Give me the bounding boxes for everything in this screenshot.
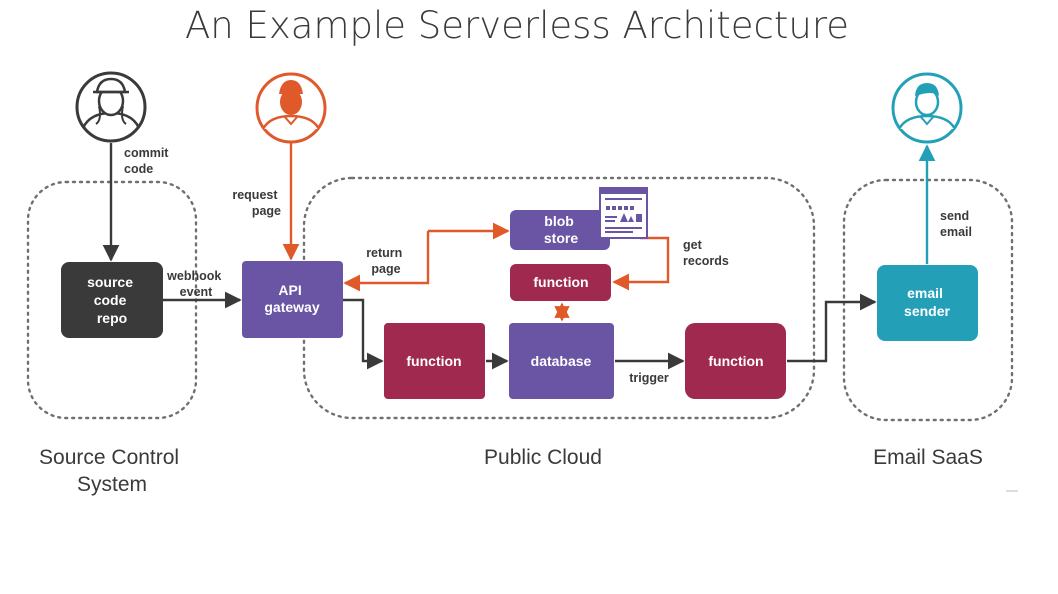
- database-node: database: [509, 323, 614, 399]
- get-records-label: get records: [683, 238, 729, 268]
- function-top-node: function: [510, 264, 611, 301]
- webhook-event-label-line1: webhook: [166, 269, 221, 283]
- email-sender-node: email sender: [877, 265, 978, 341]
- commit-code-label-line2: code: [124, 162, 153, 176]
- api-gateway-line1: API: [278, 282, 301, 298]
- svg-text:email sender: email sender: [904, 285, 950, 319]
- send-email-label-line2: email: [940, 225, 972, 239]
- return-page-label-line1: return: [366, 246, 402, 260]
- return-page-label: return page: [366, 246, 406, 276]
- blob-store-line1: blob: [544, 213, 574, 229]
- blob-store-node: blob store: [510, 210, 610, 250]
- commit-code-label: commit code: [124, 146, 172, 176]
- get-records-arrow: [612, 236, 670, 291]
- source-code-repo-line2: code: [94, 292, 127, 308]
- function-to-email-sender-arrow: [787, 293, 877, 363]
- commit-code-label-line1: commit: [124, 146, 169, 160]
- source-code-repo-node: source code repo: [61, 262, 163, 338]
- request-page-label-line1: request: [232, 188, 278, 202]
- return-page-arrow: [343, 231, 430, 292]
- get-records-label-line2: records: [683, 254, 729, 268]
- function-right-label: function: [708, 353, 763, 369]
- send-email-label-line1: send: [940, 209, 969, 223]
- diagram-title: An Example Serverless Architecture: [185, 4, 849, 47]
- request-page-label-line2: page: [252, 204, 281, 218]
- blob-store-line2: store: [544, 230, 578, 246]
- email-sender-line1: email: [907, 285, 943, 301]
- source-code-repo-line1: source: [87, 274, 133, 290]
- source-control-label-line1: Source Control: [39, 446, 179, 469]
- email-sender-line2: sender: [904, 303, 950, 319]
- email-saas-region-label: Email SaaS: [873, 446, 983, 469]
- source-control-label-line2: System: [77, 473, 147, 496]
- function-right-node: function: [685, 323, 786, 399]
- api-gateway-line2: gateway: [264, 299, 319, 315]
- user-avatar-icon: [255, 72, 327, 144]
- webhook-event-label: webhook event: [166, 269, 225, 299]
- public-cloud-region-label: Public Cloud: [484, 446, 602, 469]
- get-records-label-line1: get: [683, 238, 703, 252]
- database-label: database: [531, 353, 592, 369]
- svg-text:source code repo: source code repo: [87, 274, 137, 326]
- web-page-document-icon: [599, 187, 648, 239]
- webhook-event-label-line2: event: [180, 285, 213, 299]
- request-page-label: request page: [232, 188, 281, 218]
- gateway-to-function-arrow: [343, 298, 384, 370]
- api-gateway-node: API gateway: [242, 261, 343, 338]
- trigger-label: trigger: [629, 371, 669, 385]
- developer-avatar-icon: [75, 71, 147, 143]
- source-control-region-label: Source Control System: [39, 446, 185, 496]
- source-code-repo-line3: repo: [97, 310, 127, 326]
- email-recipient-avatar-icon: [891, 72, 963, 144]
- return-page-label-line2: page: [371, 262, 400, 276]
- function-left-label: function: [406, 353, 461, 369]
- send-email-label: send email: [940, 209, 973, 239]
- function-left-node: function: [384, 323, 485, 399]
- function-top-label: function: [533, 274, 588, 290]
- svg-text:blob store: blob store: [544, 213, 578, 246]
- svg-text:API gateway: API gateway: [264, 282, 319, 315]
